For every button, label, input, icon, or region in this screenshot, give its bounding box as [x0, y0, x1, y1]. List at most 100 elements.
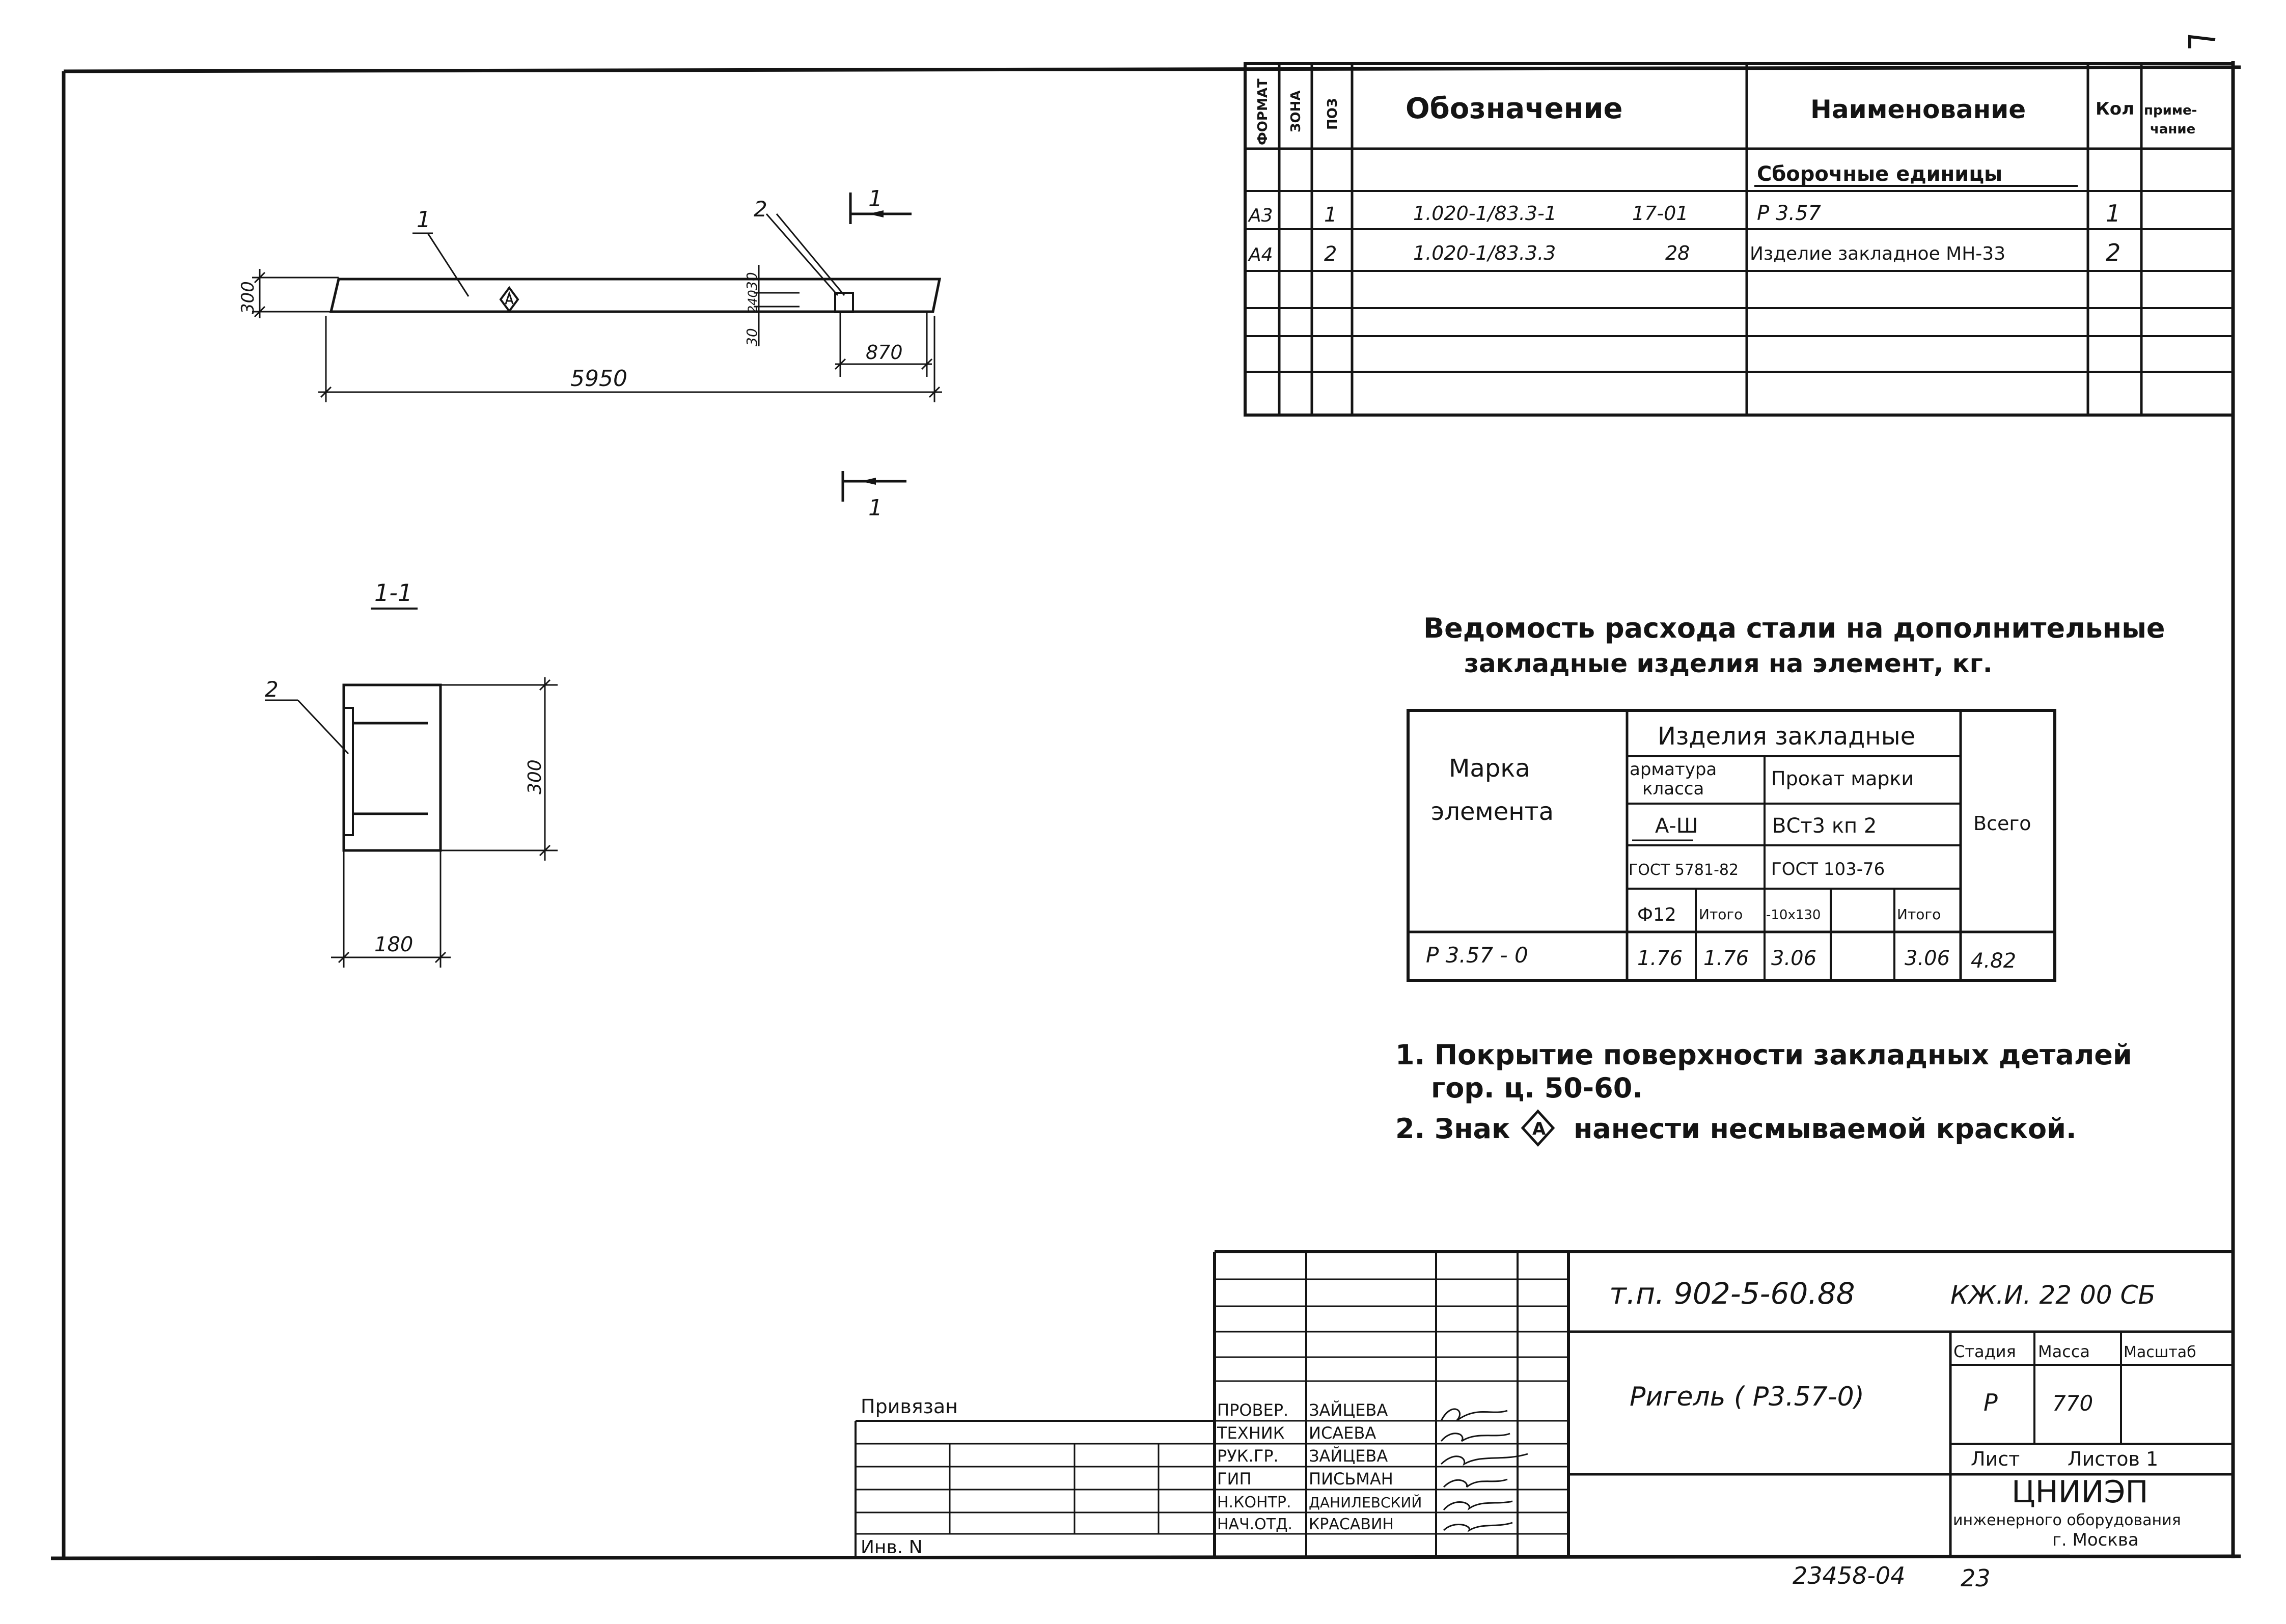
spec-row-pos: 1 — [1324, 203, 1337, 227]
steel-title-line1: Ведомость расхода стали на дополнительны… — [1423, 612, 2165, 644]
steel-header-marka-2: элемента — [1431, 797, 1554, 826]
mass-value: 770 — [2052, 1391, 2093, 1416]
sheet-label: Лист — [1971, 1448, 2020, 1470]
spec-header-zone: ЗОНА — [1288, 91, 1304, 132]
spec-header-qty: Кол — [2096, 99, 2134, 119]
spec-section-heading: Сборочные единицы — [1757, 162, 2002, 186]
spec-header-format: ФОРМАТ — [1255, 78, 1271, 145]
privyazan-label: Привязан — [861, 1395, 958, 1418]
person-name: ЗАЙЦЕВА — [1309, 1400, 1388, 1420]
beam-outline — [329, 278, 942, 313]
spec-header-pos: ПОЗ — [1325, 98, 1340, 130]
beam-elevation: 1 2 1 1 300 30 240 30 870 — [238, 186, 942, 521]
doc-number-tp: т.п. 902-5-60.88 — [1609, 1276, 1855, 1311]
inv-number-label: Инв. N — [861, 1537, 923, 1558]
cut-label-bottom: 1 — [868, 495, 883, 521]
title-block-text: т.п. 902-5-60.88 КЖ.И. 22 00 СБ Ригель (… — [861, 1276, 2196, 1592]
marking-sign-icon — [499, 286, 519, 313]
elevation-dim-5950: 5950 — [570, 366, 627, 392]
spec-header-designation: Обозначение — [1406, 92, 1623, 125]
note-2-end: нанести несмываемой краской. — [1574, 1113, 2077, 1145]
steel-header-vsego: Всего — [1973, 812, 2031, 835]
note-2-sign-letter: А — [1532, 1119, 1546, 1139]
steel-header-itogo2: Итого — [1897, 906, 1941, 923]
steel-row-itogo1: 1.76 — [1703, 947, 1749, 970]
steel-schedule: Ведомость расхода стали на дополнительны… — [1407, 612, 2165, 982]
sheet-frame — [50, 35, 2241, 1560]
person-name: ИСАЕВА — [1309, 1423, 1376, 1443]
spec-row-sheet: 17-01 — [1632, 202, 1688, 225]
steel-header-izdelia: Изделия закладные — [1658, 722, 1915, 751]
elevation-dim-30-bottom: 30 — [743, 328, 760, 346]
steel-row-itogo2: 3.06 — [1905, 947, 1950, 970]
person-name: ДАНИЛЕВСКИЙ — [1309, 1494, 1422, 1511]
person-role: НАЧ.ОТД. — [1217, 1516, 1292, 1533]
spec-row: А3 1 1.020-1/83.3-1 17-01 Р 3.57 1 — [1248, 200, 2120, 227]
person-name: ПИСЬМАН — [1309, 1469, 1393, 1489]
footer-inventory-number: 23458-04 — [1793, 1562, 1905, 1589]
drawing-title: Ригель ( Р3.57-0) — [1630, 1382, 1864, 1412]
sheets-count: Листов 1 — [2068, 1448, 2158, 1470]
steel-row-marka: Р 3.57 - 0 — [1426, 943, 1528, 968]
spec-header-note-line1: приме- — [2144, 103, 2197, 118]
section-plate — [343, 707, 354, 836]
spec-headers: ФОРМАТ ЗОНА ПОЗ Обозначение Наименование… — [1255, 78, 2197, 186]
section-dim-300: 300 — [525, 759, 545, 794]
note-1-line2: гор. ц. 50-60. — [1431, 1072, 1643, 1104]
signature — [1443, 1478, 1508, 1488]
person-role: ПРОВЕР. — [1217, 1400, 1288, 1420]
spec-row-designation: 1.020-1/83.3-1 — [1413, 202, 1557, 225]
signature — [1443, 1522, 1513, 1532]
spec-row-name: Изделие закладное МН-33 — [1750, 243, 2005, 264]
spec-row-format: А3 — [1248, 205, 1273, 226]
stage-value: Р — [1984, 1389, 1998, 1416]
steel-header-plate: -10х130 — [1766, 907, 1821, 923]
steel-title-line2: закладные изделия на элемент, кг. — [1464, 649, 1993, 678]
person-role: РУК.ГР. — [1217, 1446, 1279, 1466]
notes: 1. Покрытие поверхности закладных детале… — [1395, 1039, 2132, 1147]
organization-subtitle: инженерного оборудования — [1953, 1511, 2181, 1529]
note-1-line1: 1. Покрытие поверхности закладных детале… — [1395, 1039, 2132, 1071]
embedded-plate — [834, 292, 854, 313]
spec-row-qty: 2 — [2106, 239, 2120, 266]
spec-row-name: Р 3.57 — [1757, 202, 1821, 225]
person-name: ЗАЙЦЕВА — [1309, 1446, 1388, 1466]
steel-header-itogo1: Итого — [1699, 906, 1743, 923]
section-leader-2: 2 — [265, 677, 279, 702]
note-2-start: 2. Знак — [1395, 1113, 1510, 1145]
stage-header: Стадия — [1953, 1342, 2016, 1361]
elevation-dim-300: 300 — [238, 281, 258, 314]
person-role: ТЕХНИК — [1217, 1423, 1285, 1443]
person-name: КРАСАВИН — [1309, 1516, 1394, 1533]
elevation-dim-240: 240 — [746, 290, 760, 313]
title-block — [855, 1250, 2233, 1557]
cut-label-top: 1 — [868, 186, 883, 212]
steel-row-vsego: 4.82 — [1971, 949, 2016, 973]
steel-header-gost2: ГОСТ 103-76 — [1771, 859, 1885, 879]
spec-row-qty: 1 — [2106, 200, 2120, 227]
organization-name: ЦНИИЭП — [2012, 1474, 2148, 1510]
spec-row-sheet: 28 — [1665, 242, 1690, 264]
steel-header-vst: ВСт3 кп 2 — [1772, 814, 1877, 838]
signature — [1443, 1500, 1513, 1511]
spec-row: А4 2 1.020-1/83.3.3 28 Изделие закладное… — [1248, 239, 2120, 266]
section-title: 1-1 — [374, 579, 412, 607]
steel-header-armatura-1: арматура — [1630, 759, 1717, 780]
section-outline — [342, 683, 442, 852]
person-role: ГИП — [1217, 1469, 1252, 1489]
steel-header-prokat: Прокат марки — [1771, 767, 1914, 790]
marking-sign-icon — [1521, 1109, 1555, 1147]
scale-header: Масштаб — [2124, 1343, 2196, 1361]
steel-header-f12: Ф12 — [1637, 904, 1676, 925]
steel-row-f12: 1.76 — [1637, 947, 1683, 970]
steel-row-plate: 3.06 — [1771, 947, 1816, 970]
spec-row-format: А4 — [1248, 244, 1273, 265]
signature — [1440, 1408, 1508, 1422]
elevation-leader-2: 2 — [754, 197, 767, 222]
steel-header-marka-1: Марка — [1449, 754, 1530, 783]
elevation-dim-870: 870 — [866, 341, 903, 364]
spec-header-note-line2: чание — [2150, 122, 2195, 137]
spec-header-name: Наименование — [1810, 95, 2026, 124]
spec-row-pos: 2 — [1324, 242, 1337, 266]
